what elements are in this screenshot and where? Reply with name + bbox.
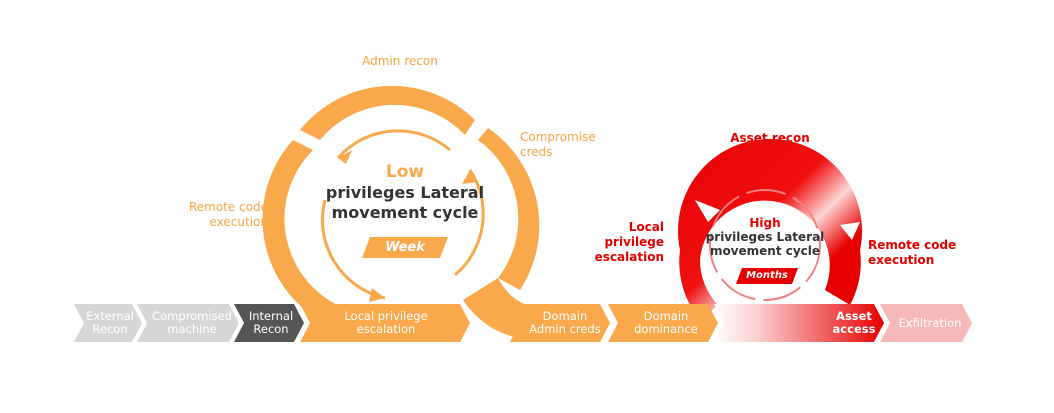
chevron-domain-dominance [608, 304, 718, 342]
high-label-local-line3: escalation [594, 250, 664, 264]
chevron-exfiltration [880, 304, 972, 342]
chevron-local-privilege-escalation [300, 304, 470, 342]
chevron-label-line1: Asset [836, 309, 872, 323]
high-duration-badge: Months [746, 270, 788, 281]
chevron-label-line1: Internal [248, 309, 294, 323]
chevron-label-line2: machine [167, 322, 217, 336]
high-cycle-title: High privileges Lateral movement cycle [705, 216, 825, 258]
chevron-label-line1: Exfiltration [898, 315, 962, 330]
low-title-line1: Low [385, 162, 425, 182]
chevron-external-recon [74, 304, 142, 342]
chevron-label-line1: Local privilege [344, 309, 428, 323]
low-inner-arrow-top [336, 129, 451, 159]
low-label-admin-recon: Admin recon [362, 54, 438, 68]
chevron-label-line2: access [832, 322, 876, 336]
chevron-domain-admin-creds [510, 304, 610, 342]
chevron-label-line2: escalation [356, 322, 416, 336]
low-inner-arrow-right [454, 169, 485, 277]
chevron-asset-access [714, 304, 884, 342]
low-title-line2: privileges Lateral [325, 183, 485, 202]
high-ring-notch-right [840, 222, 860, 240]
high-label-local-line1: Local [628, 220, 664, 234]
low-label-remote-line1: Remote code [188, 200, 268, 214]
low-ring-outer-top [300, 85, 475, 140]
low-duration-badge-shape [362, 237, 448, 258]
low-label-compromise-line2: creds [520, 145, 553, 159]
chevron-compromised-machine [137, 304, 239, 342]
high-label-local-line2: privilege [604, 235, 664, 249]
high-label-remote-line2: execution [868, 253, 935, 267]
high-label-remote-line1: Remote code [868, 238, 957, 252]
low-duration-badge: Week [385, 240, 425, 255]
low-inner-arrowhead-top [338, 150, 352, 164]
high-label-local-priv: Local privilege escalation [582, 220, 664, 265]
low-ring-outer-left [262, 140, 355, 330]
low-label-remote-line2: execution [209, 215, 268, 229]
low-inner-arrowhead-right [462, 170, 478, 184]
high-label-asset-recon: Asset recon [730, 131, 810, 145]
high-label-remote-code: Remote code execution [868, 238, 968, 268]
chevron-internal-recon [234, 304, 304, 342]
high-duration-badge-shape [736, 268, 798, 284]
chevron-label-line1: Domain [643, 309, 689, 323]
chevron-label-exfiltration: Exfiltration [890, 304, 970, 342]
low-cycle-title: Low privileges Lateral movement cycle [310, 162, 500, 223]
chevron-label-line2: Admin creds [529, 322, 601, 336]
low-inner-arrow-left [320, 199, 386, 300]
chevron-label-line1: Domain [542, 309, 588, 323]
low-title-line3: movement cycle [331, 203, 479, 222]
chevron-label-line1: External [86, 309, 134, 323]
high-ring-outer [678, 138, 863, 320]
low-label-remote-code: Remote code execution [150, 200, 268, 230]
high-inner-circle [709, 189, 821, 301]
chevron-label-line2: Recon [92, 322, 128, 336]
low-label-compromise-line1: Compromise [520, 130, 596, 144]
chevron-label-line2: dominance [634, 322, 698, 336]
chevron-label-line1: Compromised [152, 309, 232, 323]
chevron-chain [74, 304, 972, 342]
low-ring-outer-right [478, 128, 540, 290]
high-ring-notch [695, 200, 720, 222]
chevron-label-line2: Recon [253, 322, 289, 336]
high-title-line3: movement cycle [709, 244, 821, 258]
high-title-line2: privileges Lateral [705, 230, 825, 244]
low-label-compromise-creds: Compromise creds [520, 130, 620, 160]
low-inner-arrowhead-left [369, 288, 385, 302]
high-cycle-ring [678, 138, 863, 320]
high-title-line1: High [749, 216, 781, 230]
